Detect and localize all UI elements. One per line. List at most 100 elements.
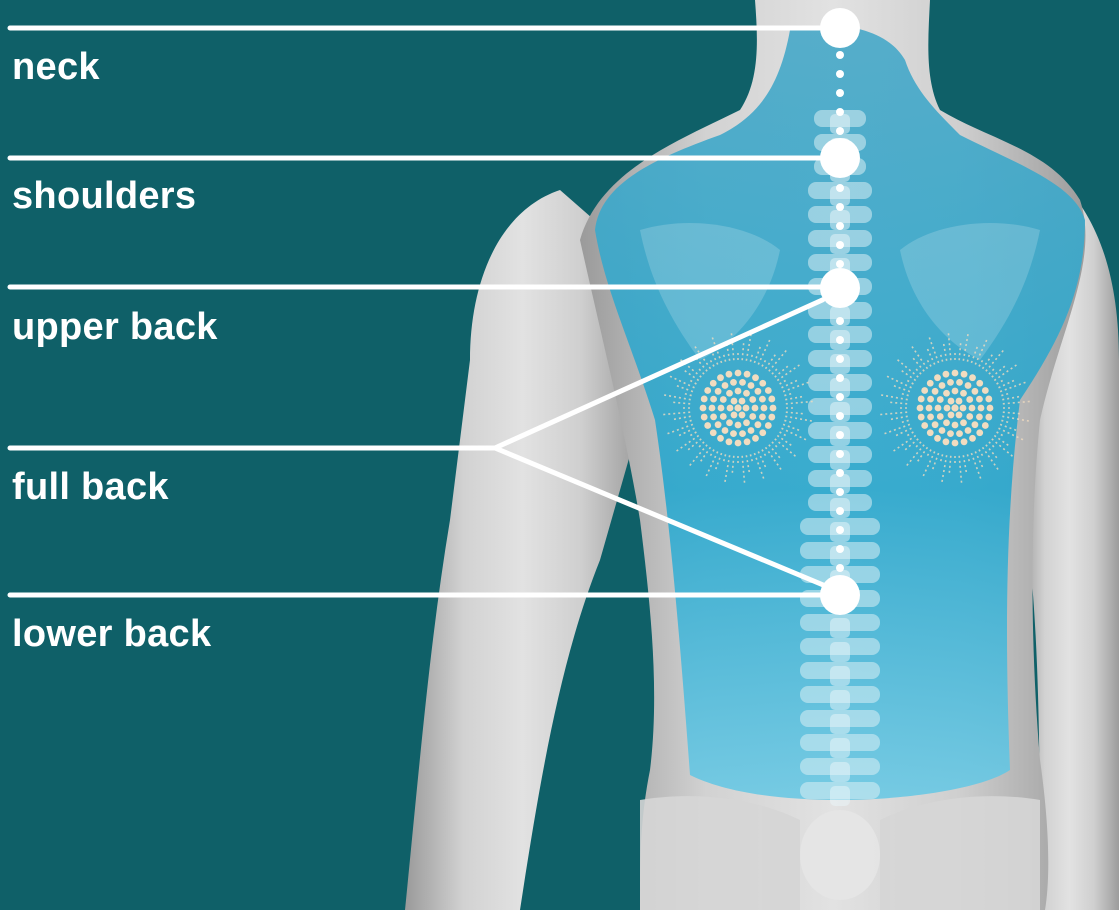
heat-dot bbox=[744, 438, 751, 445]
vertebra-process bbox=[830, 738, 850, 758]
heat-dot bbox=[927, 413, 934, 420]
heat-dot bbox=[743, 419, 750, 426]
heat-dot bbox=[987, 405, 994, 412]
heat-dot bbox=[947, 430, 954, 437]
vertebra-process bbox=[830, 690, 850, 710]
heat-dot bbox=[726, 371, 733, 378]
heat-dot bbox=[969, 435, 976, 442]
heat-dot bbox=[948, 412, 955, 419]
heat-dot bbox=[743, 405, 750, 412]
heat-dot bbox=[759, 380, 766, 387]
heat-dot bbox=[744, 371, 751, 378]
spine-dot bbox=[836, 108, 844, 116]
heat-dot bbox=[969, 405, 976, 412]
heat-dot bbox=[972, 388, 979, 395]
vertebra-process bbox=[830, 786, 850, 806]
heat-dot bbox=[752, 435, 759, 442]
heat-dot bbox=[960, 390, 967, 397]
spine-dot bbox=[836, 260, 844, 268]
heat-dot bbox=[985, 396, 992, 403]
heat-dot bbox=[710, 429, 717, 436]
heat-dot bbox=[700, 405, 707, 412]
heat-dot bbox=[765, 387, 772, 394]
heat-dot bbox=[943, 371, 950, 378]
lower-back-marker bbox=[820, 575, 860, 615]
heat-dot bbox=[715, 388, 722, 395]
heat-dot bbox=[770, 405, 777, 412]
heat-dot bbox=[730, 430, 737, 437]
heat-dot bbox=[921, 387, 928, 394]
heat-dot bbox=[952, 370, 959, 377]
heat-dot bbox=[944, 405, 951, 412]
heat-dot bbox=[951, 404, 958, 411]
heat-dot bbox=[976, 396, 983, 403]
heat-dot bbox=[701, 414, 708, 421]
heat-dot bbox=[956, 430, 963, 437]
pelvis bbox=[640, 796, 1040, 910]
heat-dot bbox=[752, 405, 759, 412]
heat-dot bbox=[715, 421, 722, 428]
heat-dot bbox=[939, 427, 946, 434]
spine-dot bbox=[836, 393, 844, 401]
heat-dot bbox=[768, 414, 775, 421]
spine-dot bbox=[836, 412, 844, 420]
heat-dot bbox=[710, 413, 717, 420]
heat-dot bbox=[978, 405, 985, 412]
heat-dot bbox=[961, 371, 968, 378]
heat-dot bbox=[720, 413, 727, 420]
heat-dot bbox=[734, 404, 741, 411]
heat-dot bbox=[710, 396, 717, 403]
neck-marker bbox=[820, 8, 860, 48]
heat-dot bbox=[932, 388, 939, 395]
shoulders-marker bbox=[820, 138, 860, 178]
heat-dot bbox=[704, 422, 711, 429]
heat-dot bbox=[765, 422, 772, 429]
spine-dot bbox=[836, 564, 844, 572]
spine-dot bbox=[836, 317, 844, 325]
heat-dot bbox=[947, 379, 954, 386]
heat-dot bbox=[956, 379, 963, 386]
heat-dot bbox=[759, 396, 766, 403]
heat-dot bbox=[739, 398, 746, 405]
heat-dot bbox=[704, 387, 711, 394]
heat-dot bbox=[709, 405, 716, 412]
heat-dot bbox=[926, 405, 933, 412]
heat-dot bbox=[927, 429, 934, 436]
spine-dot bbox=[836, 469, 844, 477]
spine-dot bbox=[836, 431, 844, 439]
heat-dot bbox=[717, 435, 724, 442]
heat-dot bbox=[701, 396, 708, 403]
heat-dot bbox=[934, 374, 941, 381]
heat-dot bbox=[976, 380, 983, 387]
heat-dot bbox=[710, 380, 717, 387]
heat-dot bbox=[730, 379, 737, 386]
heat-dot bbox=[943, 390, 950, 397]
heat-dot bbox=[982, 387, 989, 394]
heat-dot bbox=[759, 413, 766, 420]
heat-dot bbox=[735, 388, 742, 395]
zone-label-lower-back: lower back bbox=[12, 615, 211, 653]
spine-dot bbox=[836, 203, 844, 211]
vertebra-process bbox=[830, 618, 850, 638]
heat-dot bbox=[927, 396, 934, 403]
heat-dot bbox=[937, 396, 944, 403]
heat-dot bbox=[935, 405, 942, 412]
zone-label-full-back: full back bbox=[12, 468, 169, 506]
heat-dot bbox=[985, 414, 992, 421]
heat-dot bbox=[768, 396, 775, 403]
heat-dot bbox=[976, 429, 983, 436]
heat-dot bbox=[918, 396, 925, 403]
heat-dot bbox=[720, 396, 727, 403]
heat-dot bbox=[731, 398, 738, 405]
heat-dot bbox=[934, 435, 941, 442]
heat-dot bbox=[972, 421, 979, 428]
heat-dot bbox=[956, 398, 963, 405]
vertebra-process bbox=[830, 714, 850, 734]
heat-dot bbox=[739, 379, 746, 386]
heat-dot bbox=[960, 419, 967, 426]
heat-dot bbox=[726, 438, 733, 445]
upper-back-marker bbox=[820, 268, 860, 308]
heat-dot bbox=[749, 396, 756, 403]
spine-dot bbox=[836, 526, 844, 534]
